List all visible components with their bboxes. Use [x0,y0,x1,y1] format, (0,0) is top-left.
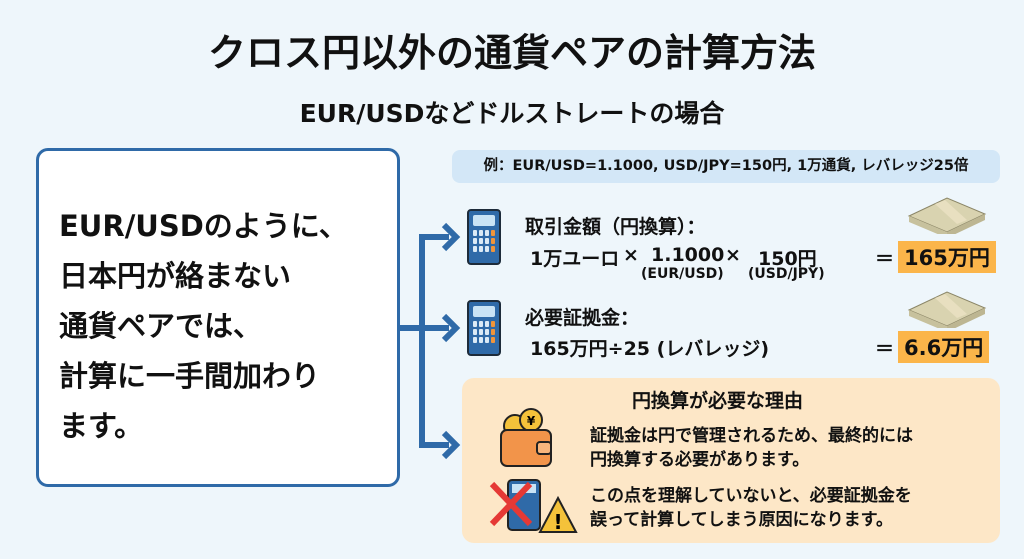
reason-point-line: 証拠金は円で管理されるため、最終的には [590,426,913,446]
trade-amount-result: 165万円 [898,241,996,273]
example-banner: 例：EUR/USD=1.1000, USD/JPY=150円, 1万通貨, レバ… [452,150,1000,183]
svg-text:¥: ¥ [527,414,536,428]
reason-point-line: この点を理解していないと、必要証拠金を [590,486,912,506]
calculator-icon [467,209,501,265]
equals-sign: ＝ [875,338,895,360]
summary-box: EUR/USDのように、 日本円が絡まない 通貨ペアでは、 計算に一手間加わり … [36,148,400,487]
trade-amount-label: 取引金額（円換算）： [525,216,706,238]
money-stack-icon [907,197,987,234]
trade-term-rate: 1.1000 [651,244,725,266]
times-sign: × [725,244,741,266]
times-sign: × [623,244,639,266]
wallet-icon: ¥ [500,408,552,467]
equals-sign: ＝ [875,248,895,270]
calculation-error-icon: ! [489,479,578,534]
jpy-caption: (USD/JPY) [748,266,825,282]
arrow-right-icon [441,430,461,460]
trade-term-jpy: 150円 [758,248,817,270]
reason-title: 円換算が必要な理由 [632,390,804,412]
page-title: クロス円以外の通貨ペアの計算方法 [207,31,816,75]
reason-point-line: 円換算する必要があります。 [590,450,810,470]
margin-formula: 165万円÷25 (レバレッジ) [530,338,770,360]
summary-line: 日本円が絡まない [59,259,292,293]
summary-line: 通貨ペアでは、 [59,309,263,343]
margin-label: 必要証拠金： [525,307,640,329]
page-subtitle: EUR/USDなどドルストレートの場合 [299,99,725,128]
arrow-right-icon [441,222,461,252]
margin-result: 6.6万円 [898,331,990,363]
rate-caption: (EUR/USD) [641,266,724,282]
money-stack-icon [907,291,987,328]
trade-term-units: 1万ユーロ [530,248,620,270]
summary-line: ます。 [59,409,144,443]
summary-line: EUR/USDのように、 [59,209,348,243]
summary-line: 計算に一手間加わり [59,359,321,393]
reason-point-line: 誤って計算してしまう原因になります。 [590,510,893,530]
svg-text:!: ! [553,510,562,534]
arrow-right-icon [441,313,461,343]
calculator-icon [467,300,501,356]
